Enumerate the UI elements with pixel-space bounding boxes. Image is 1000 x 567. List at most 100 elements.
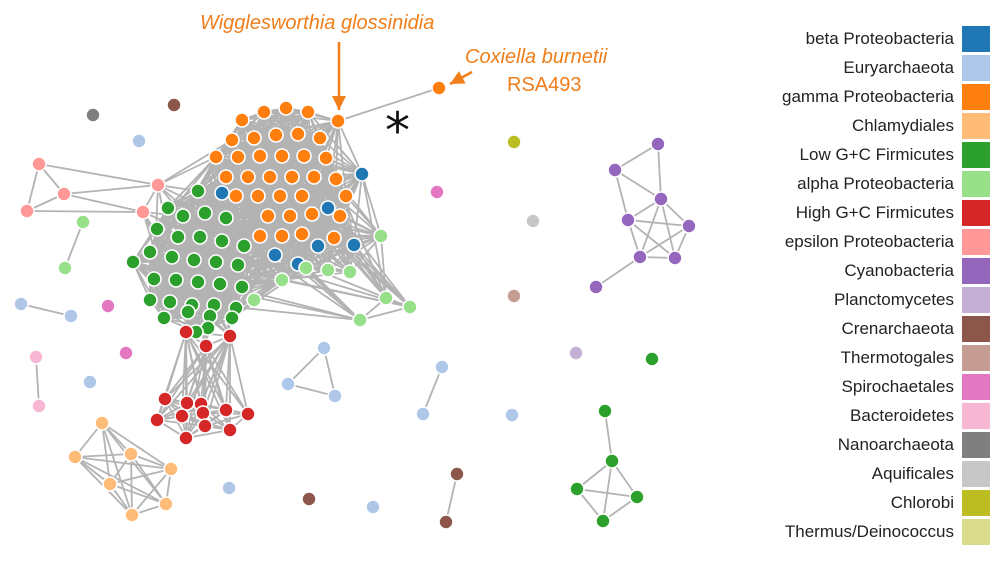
network-node: [31, 156, 47, 172]
network-node: [294, 188, 310, 204]
legend-item: epsilon Proteobacteria: [735, 227, 990, 256]
network-edge: [602, 460, 613, 522]
network-edge: [109, 468, 172, 485]
network-node: [175, 208, 191, 224]
network-node: [260, 208, 276, 224]
network-edge: [225, 155, 261, 219]
network-node: [365, 499, 381, 515]
legend-label: Chlamydiales: [851, 115, 954, 135]
network-edge: [193, 259, 411, 308]
network-edge: [253, 111, 309, 139]
network-edge: [149, 236, 201, 253]
network-edge: [303, 155, 363, 175]
legend-swatch: [962, 228, 990, 255]
legend-item: Spirochaetales: [735, 372, 990, 401]
network-node: [280, 376, 296, 392]
network-edge: [109, 483, 167, 505]
legend-label: beta Proteobacteria: [805, 28, 954, 48]
network-edge: [353, 173, 363, 246]
legend-swatch: [962, 257, 990, 284]
network-edge: [660, 198, 676, 259]
network-edge: [361, 173, 382, 237]
network-edge: [353, 244, 411, 308]
network-edge: [337, 87, 440, 122]
network-node: [197, 418, 213, 434]
network-node: [434, 359, 450, 375]
network-node: [218, 169, 234, 185]
network-node: [252, 148, 268, 164]
network-node: [190, 274, 206, 290]
network-node: [195, 405, 211, 421]
legend-item: Nanoarchaeota: [735, 430, 990, 459]
network-node: [150, 177, 166, 193]
network-edge: [297, 235, 382, 265]
legend-item: Bacteroidetes: [735, 401, 990, 430]
network-node: [146, 271, 162, 287]
network-node: [267, 247, 283, 263]
network-edge: [157, 139, 233, 186]
network-node: [597, 403, 613, 419]
network-node: [236, 238, 252, 254]
wigglesworthia-label: Wigglesworthia glossinidia: [200, 12, 435, 34]
legend-swatch: [962, 54, 990, 81]
network-node: [142, 244, 158, 260]
network-edge: [26, 163, 40, 212]
network-node: [282, 208, 298, 224]
network-node: [100, 298, 116, 314]
legend-swatch: [962, 431, 990, 458]
network-node: [272, 188, 288, 204]
network-edge: [445, 473, 458, 523]
network-node: [67, 449, 83, 465]
annotation-arrows: [332, 42, 473, 110]
legend-item: Cyanobacteria: [735, 256, 990, 285]
network-edge: [595, 256, 641, 288]
legend-label: gamma Proteobacteria: [782, 86, 954, 106]
network-node: [212, 276, 228, 292]
network-node: [157, 391, 173, 407]
network-edge: [149, 245, 245, 253]
network-edge: [185, 335, 231, 439]
network-node: [653, 191, 669, 207]
network-node: [246, 292, 262, 308]
network-node: [125, 254, 141, 270]
legend-label: Nanoarchaeota: [837, 434, 954, 454]
network-node: [28, 349, 44, 365]
legend-swatch: [962, 315, 990, 342]
network-node: [262, 169, 278, 185]
network-edge: [627, 219, 690, 227]
network-node: [378, 290, 394, 306]
network-node: [230, 149, 246, 165]
network-edge: [35, 356, 40, 407]
network-node: [198, 338, 214, 354]
network-node: [644, 351, 660, 367]
network-node: [222, 328, 238, 344]
network-node: [290, 126, 306, 142]
network-edge: [422, 366, 443, 415]
legend-swatch: [962, 141, 990, 168]
network-node: [208, 149, 224, 165]
network-node: [123, 446, 139, 462]
network-edge: [576, 488, 638, 498]
legend: beta Proteobacteria Euryarchaeota gamma …: [735, 24, 990, 546]
network-node: [218, 402, 234, 418]
legend-label: Low G+C Firmicutes: [799, 144, 954, 164]
legend-swatch: [962, 112, 990, 139]
network-node: [620, 212, 636, 228]
network-node: [320, 262, 336, 278]
network-node: [667, 250, 683, 266]
network-edge: [74, 456, 172, 470]
network-node: [135, 204, 151, 220]
network-node: [320, 200, 336, 216]
network-node: [197, 205, 213, 221]
network-edge: [627, 219, 676, 259]
network-node: [310, 238, 326, 254]
network-node: [85, 107, 101, 123]
network-edge: [337, 120, 363, 175]
network-graph: [13, 42, 697, 530]
network-node: [449, 466, 465, 482]
network-node: [214, 185, 230, 201]
network-node: [170, 229, 186, 245]
network-node: [246, 130, 262, 146]
network-edge: [185, 259, 195, 333]
network-edge: [225, 217, 283, 281]
